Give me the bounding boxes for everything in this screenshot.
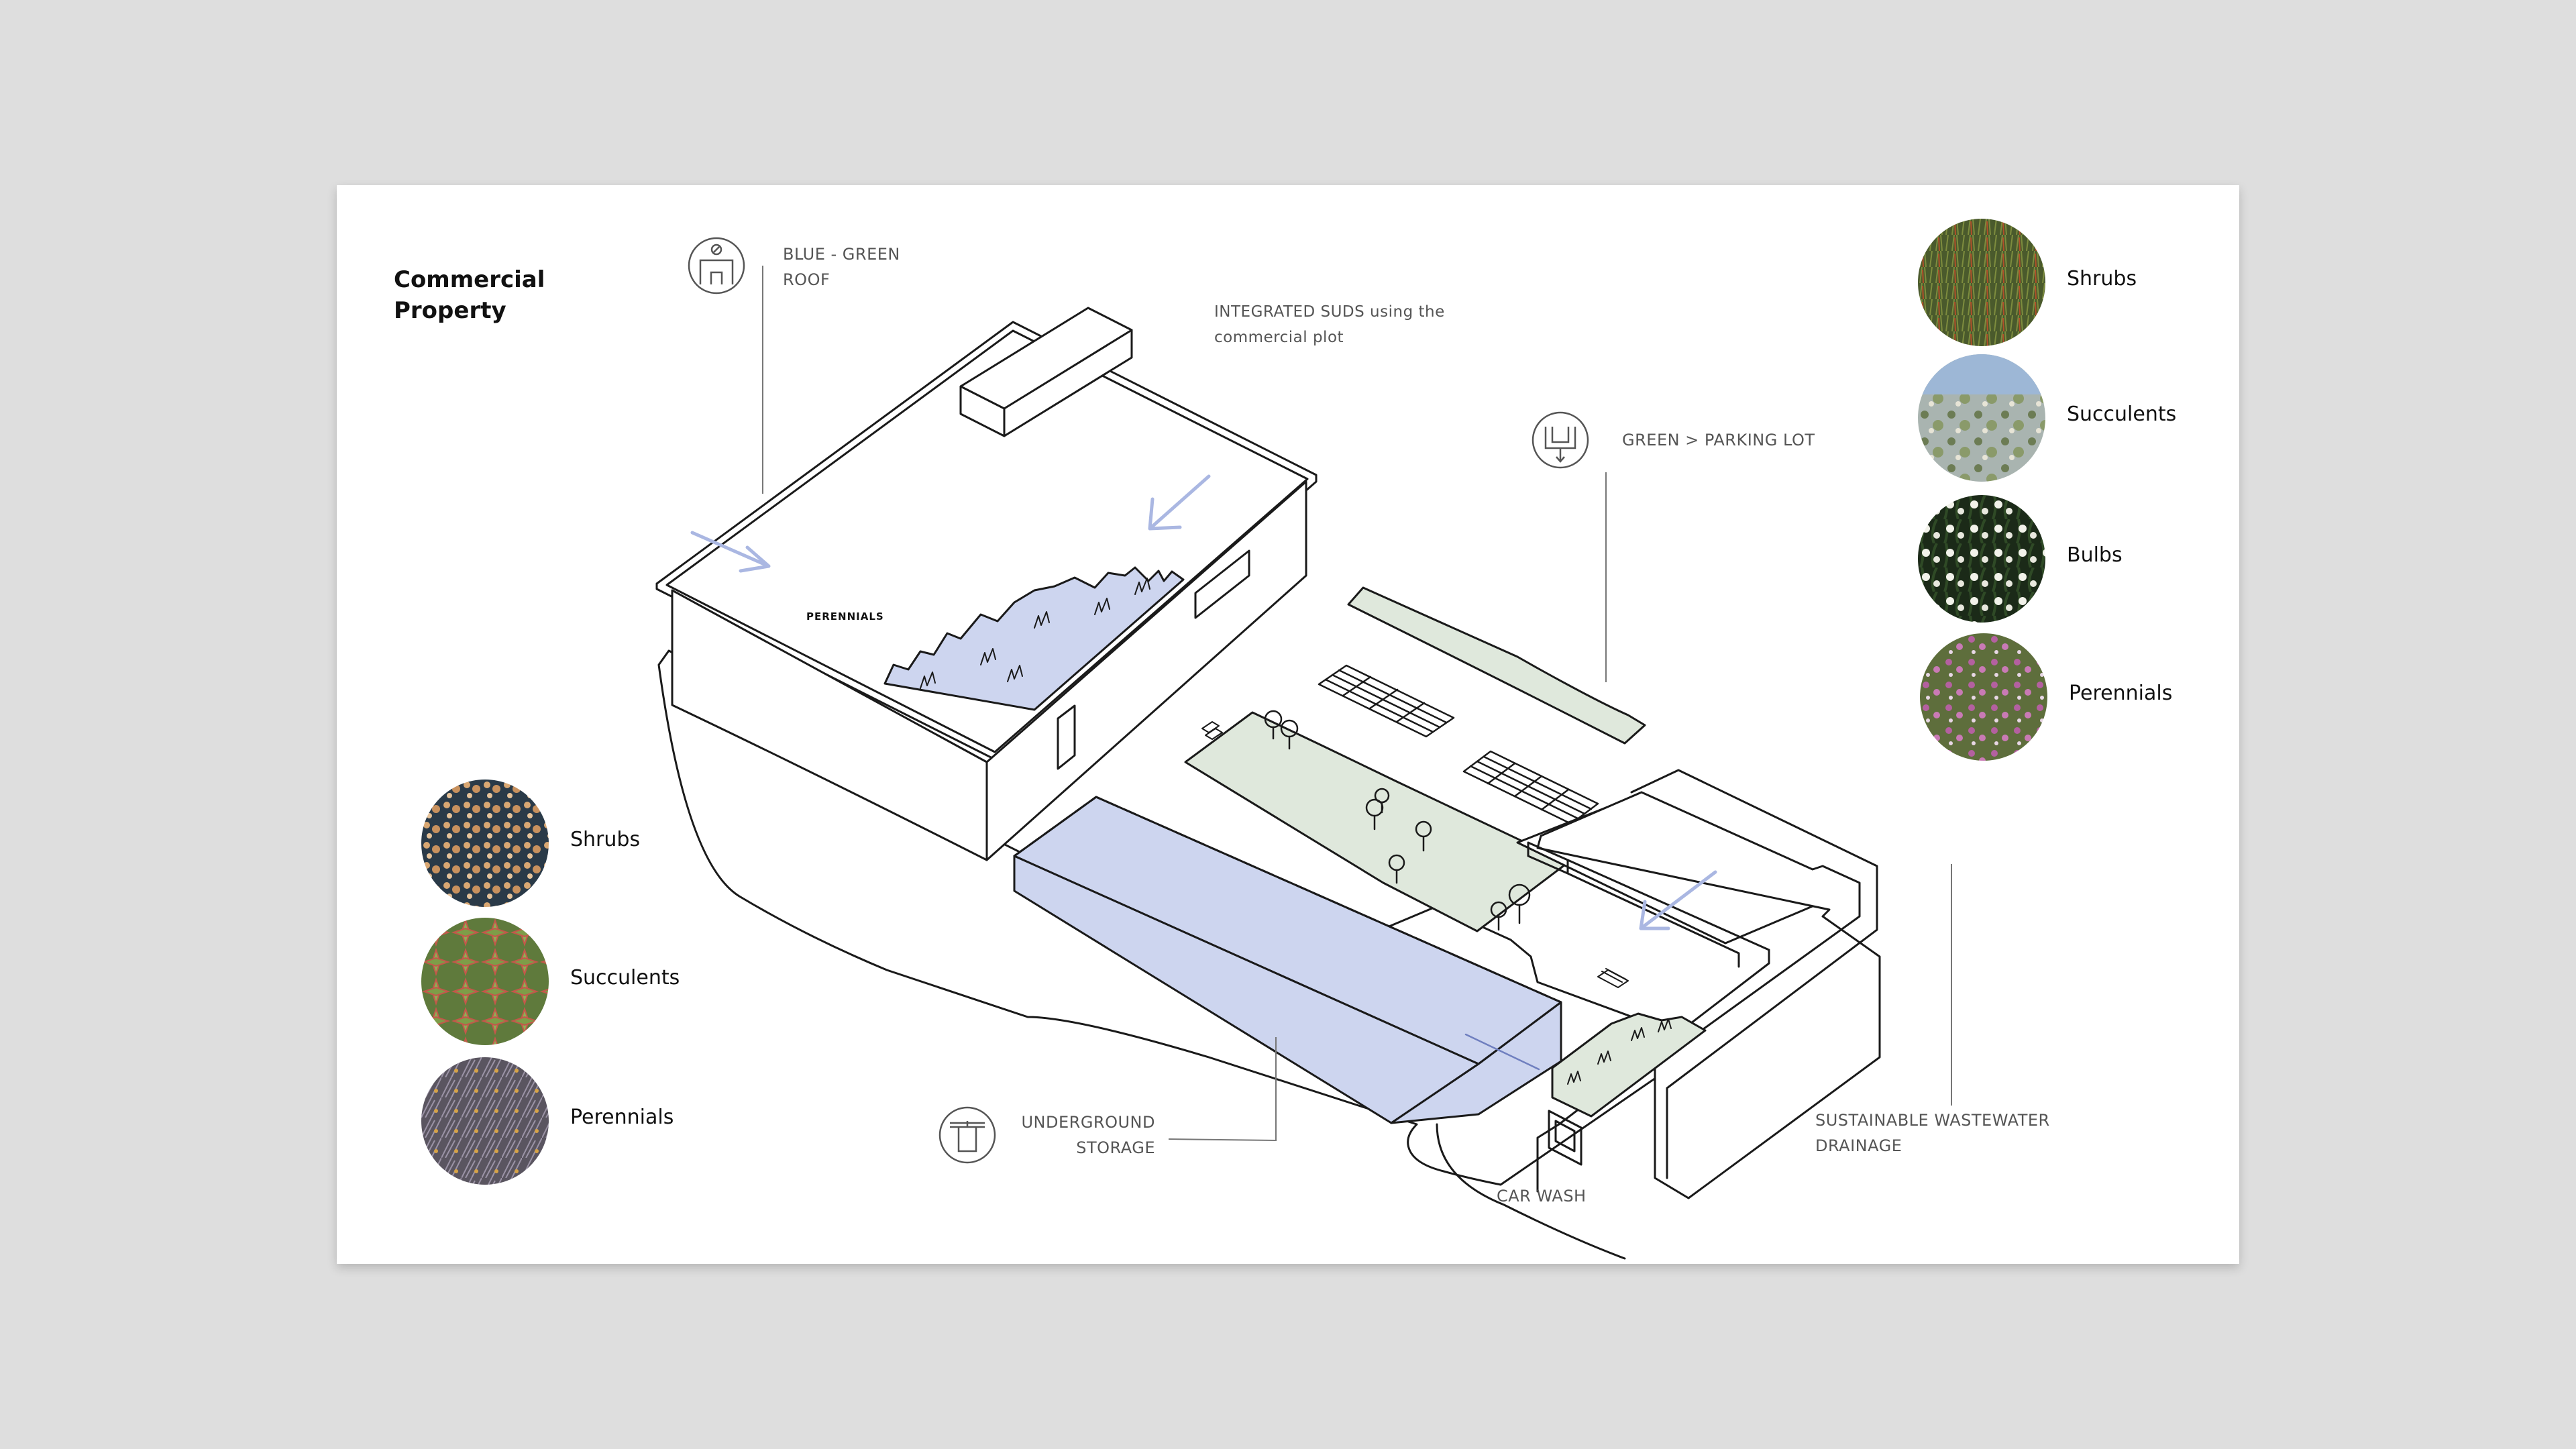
label-underground-storage-line1: UNDERGROUND (1021, 1113, 1155, 1132)
title-line-1: Commercial (394, 266, 545, 293)
perennials-photo (421, 1057, 549, 1185)
label-green-parking: GREEN > PARKING LOT (1622, 431, 1815, 449)
parking-drain-icon (1532, 411, 1589, 469)
plant-item-right-3: Bulbs (1918, 495, 2200, 623)
plant-item-right-4: Perennials (1920, 633, 2202, 761)
plant-item-left-3: Perennials (421, 1057, 690, 1185)
succulents-photo (1918, 354, 2045, 482)
parking-grid-2 (1462, 750, 1599, 825)
car-wash-road-curve (1436, 1123, 1626, 1260)
succulents-photo (421, 918, 549, 1045)
arrow-roof-left (690, 531, 771, 573)
green-parking-zone (1184, 711, 1569, 932)
label-sustainable-drainage: SUSTAINABLE WASTEWATER DRAINAGE (1815, 1108, 2050, 1159)
storage-pipe (1464, 1033, 1540, 1071)
plant-item-left-2: Succulents (421, 918, 690, 1045)
shrubs-photo (421, 780, 549, 907)
carwash-grass-marks (1567, 1018, 1672, 1085)
main-building-right-wall (985, 480, 1307, 861)
label-integrated-suds-line1: INTEGRATED SUDS using the (1214, 303, 1445, 321)
roof-grass-marks (920, 578, 1150, 689)
trees (1264, 710, 1531, 931)
arrow-carwash (1639, 870, 1717, 930)
plant-item-right-2: Succulents (1918, 354, 2200, 482)
door (1057, 704, 1076, 770)
label-roof-perennials: PERENNIALS (806, 610, 884, 623)
label-integrated-suds-line2: commercial plot (1214, 329, 1344, 346)
carwash-door (1548, 1110, 1582, 1166)
plant-name: Perennials (570, 1106, 674, 1129)
page-title: Commercial Property (394, 264, 545, 326)
window (1194, 549, 1250, 619)
leader-lines (762, 266, 1952, 1142)
label-sustainable-drainage-line2: DRAINAGE (1815, 1136, 1902, 1155)
plant-item-right-1: Shrubs (1918, 219, 2200, 346)
roof-box-edge (959, 329, 1133, 437)
label-blue-green-roof-line2: ROOF (783, 270, 830, 289)
label-underground-storage-line2: STORAGE (1076, 1138, 1155, 1157)
underground-storage-side (1390, 1001, 1562, 1124)
label-sustainable-drainage-line1: SUSTAINABLE WASTEWATER (1815, 1111, 2050, 1130)
main-building-parapet (665, 329, 1309, 753)
small-step (1201, 721, 1223, 740)
parking-grid-1 (1318, 664, 1455, 738)
label-underground-storage: UNDERGROUND STORAGE (994, 1110, 1155, 1161)
stairs (1597, 968, 1629, 988)
label-car-wash: CAR WASH (1497, 1187, 1587, 1205)
label-blue-green-roof-line1: BLUE - GREEN (783, 245, 900, 264)
plant-name: Succulents (2067, 402, 2177, 426)
title-line-2: Property (394, 297, 506, 324)
plant-name: Shrubs (2067, 267, 2137, 290)
shrubs-photo (1918, 219, 2045, 346)
roof-building-icon (688, 237, 745, 294)
plant-name: Perennials (2069, 682, 2173, 705)
main-building-left-wall (671, 589, 988, 861)
perennials-photo (1920, 633, 2047, 761)
water-tank-icon (938, 1106, 996, 1164)
isometric-site-diagram (655, 237, 1952, 1260)
plant-name: Shrubs (570, 828, 641, 851)
diagram-sheet: Commercial Property BLUE - GREEN ROOF IN… (337, 185, 2239, 1264)
plant-name: Bulbs (2067, 543, 2123, 567)
label-integrated-suds: INTEGRATED SUDS using the commercial plo… (1214, 299, 1445, 350)
carwash-green-bed (1551, 1012, 1707, 1118)
main-building-top (655, 321, 1318, 762)
bulbs-photo (1918, 495, 2045, 623)
leader-storage (1168, 1037, 1277, 1142)
roof-box (959, 307, 1133, 437)
underground-storage-dash (1013, 796, 1562, 1004)
carwash-wing (1527, 841, 1770, 1193)
plant-name: Succulents (570, 966, 680, 989)
plant-item-left-1: Shrubs (421, 780, 690, 907)
carwash-outer-wall (1630, 769, 1878, 1179)
green-strip (1347, 586, 1646, 745)
arrow-roof-right (1148, 474, 1211, 531)
flow-arrows (690, 474, 1717, 930)
label-blue-green-roof: BLUE - GREEN ROOF (783, 241, 900, 292)
